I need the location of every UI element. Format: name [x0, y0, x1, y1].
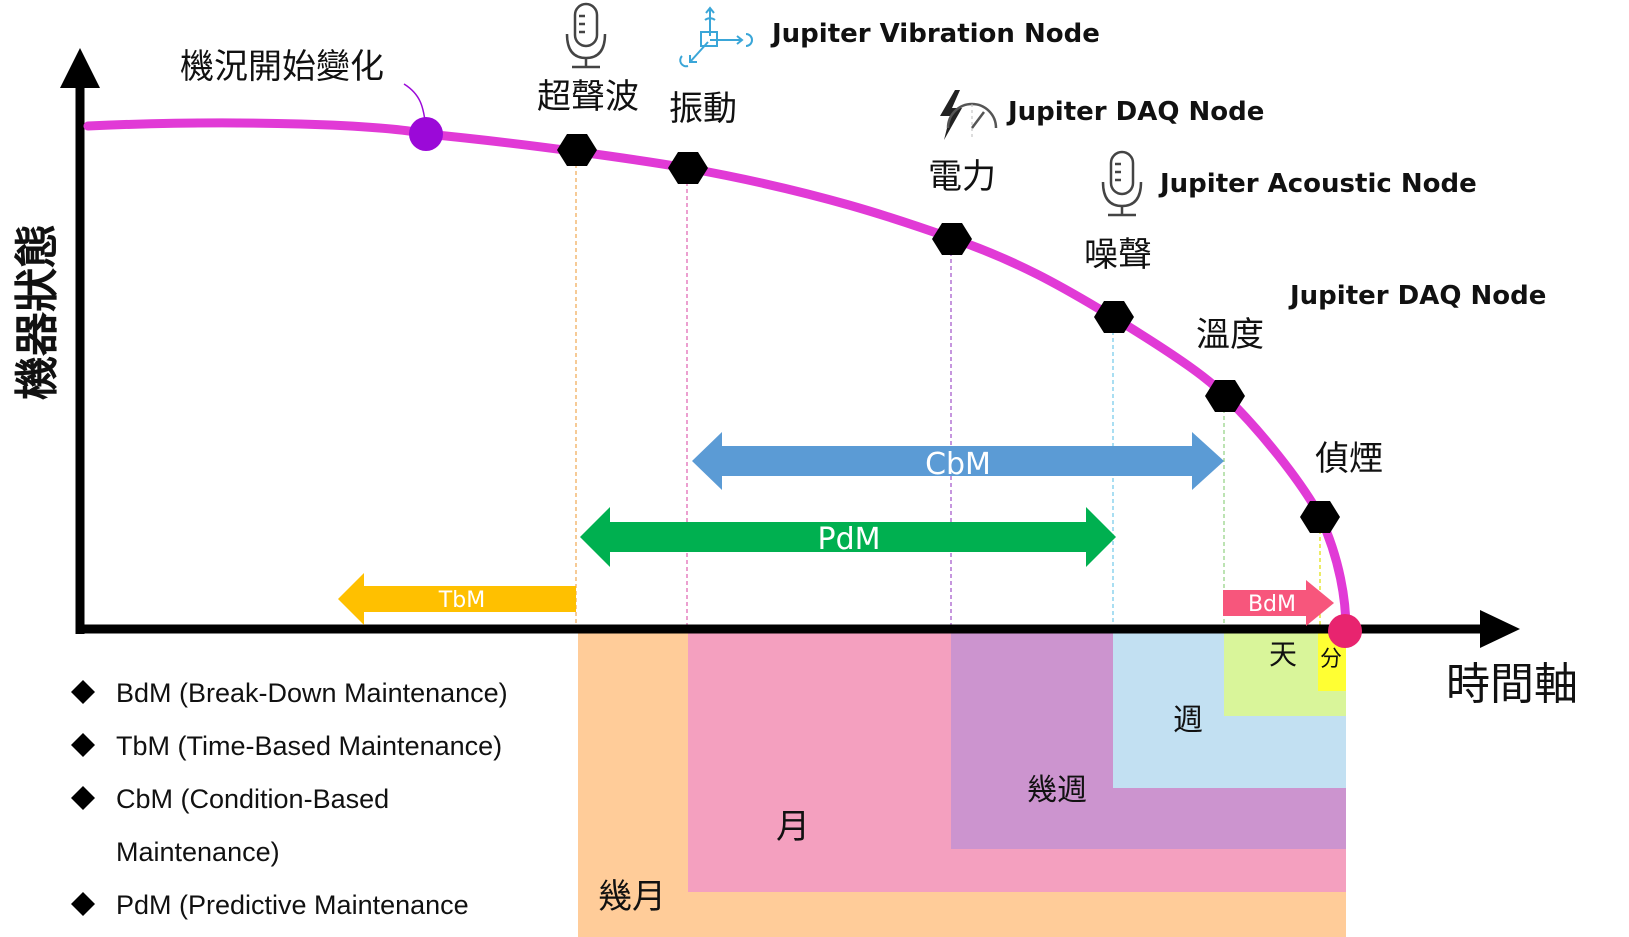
cbm-arrow [692, 432, 1224, 490]
legend-bullet-icon [71, 733, 95, 757]
degradation-start-marker [409, 117, 443, 151]
failure-marker [1328, 614, 1362, 648]
region-week-label: 週 [1173, 703, 1203, 738]
detection-label-smoke: 偵煙 [1315, 439, 1383, 479]
region-day-label: 天 [1269, 638, 1297, 671]
x-axis-label: 時間軸 [1446, 659, 1578, 710]
node-label-daq-1: Jupiter DAQ Node [1006, 97, 1264, 127]
legend-bullet-icon [71, 786, 95, 810]
hex-marker-vibration [668, 152, 708, 184]
hex-marker-ultrasonic [557, 134, 597, 166]
legend-item-pdm: PdM (Predictive Maintenance [116, 890, 469, 920]
detection-label-noise: 噪聲 [1084, 235, 1152, 275]
region-months-label: 幾月 [598, 877, 666, 917]
hex-marker-smoke [1300, 501, 1340, 533]
x-axis [76, 610, 1520, 648]
region-minute-label: 分 [1320, 647, 1342, 672]
node-label-daq-2: Jupiter DAQ Node [1288, 281, 1546, 311]
tbm-arrow-label: TbM [438, 588, 485, 613]
pdm-arrow-label: PdM [817, 522, 880, 557]
bdm-arrow [1223, 580, 1334, 626]
detection-label-ultrasonic: 超聲波 [537, 77, 639, 117]
node-label-acoustic: Jupiter Acoustic Node [1158, 169, 1477, 199]
detection-label-power: 電力 [928, 157, 996, 197]
region-month-label: 月 [776, 807, 810, 847]
legend-item-cbm-continued: Maintenance) [116, 837, 280, 867]
legend: BdM (Break-Down Maintenance) TbM (Time-B… [71, 678, 508, 920]
power-meter-icon [940, 90, 998, 140]
bdm-arrow-label: BdM [1248, 592, 1296, 617]
hex-marker-temperature [1205, 380, 1245, 412]
microphone-icon [565, 2, 607, 69]
degradation-curve [83, 118, 1351, 635]
tbm-arrow [338, 573, 576, 625]
detection-label-vibration: 振動 [669, 89, 737, 129]
legend-bullet-icon [71, 892, 95, 916]
legend-item-tbm: TbM (Time-Based Maintenance) [116, 731, 502, 761]
degradation-start-label: 機況開始變化 [180, 47, 384, 87]
legend-item-cbm: CbM (Condition-Based [116, 784, 389, 814]
pdm-arrow [580, 507, 1116, 567]
acoustic-microphone-icon [1101, 150, 1143, 217]
detection-label-temperature: 溫度 [1196, 315, 1264, 355]
cbm-arrow-label: CbM [925, 447, 991, 482]
y-axis-label: 機器狀態 [12, 224, 63, 400]
region-weeks-label: 幾週 [1027, 773, 1087, 808]
hex-marker-power [932, 223, 972, 255]
vibration-sensor-icon [679, 6, 753, 68]
y-axis [60, 48, 100, 634]
legend-bullet-icon [71, 680, 95, 704]
hex-marker-noise [1094, 301, 1134, 333]
legend-item-bdm: BdM (Break-Down Maintenance) [116, 678, 508, 708]
node-label-vibration: Jupiter Vibration Node [770, 19, 1100, 49]
